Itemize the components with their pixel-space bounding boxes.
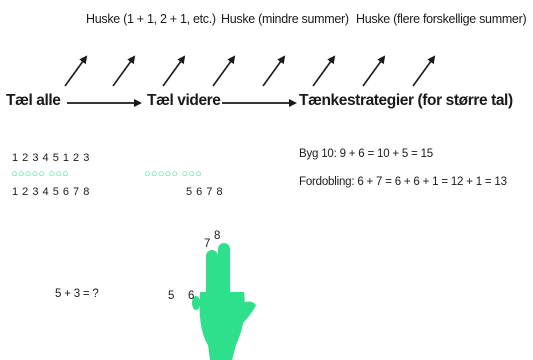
count-all-bottom-row: 1 2 3 4 5 6 7 8: [12, 186, 90, 198]
hand-number-8: 8: [214, 230, 221, 242]
recall-label-basic: Huske (1 + 1, 2 + 1, etc.): [86, 12, 216, 26]
stage-count-all: Tæl alle: [6, 92, 61, 109]
diagonal-arrow-icon: [212, 55, 236, 87]
diagonal-arrow-icon: [412, 55, 436, 87]
recall-label-more-sums: Huske (flere forskellige summer): [356, 12, 527, 26]
hand-number-6: 6: [188, 290, 195, 302]
hand-number-7: 7: [204, 238, 211, 250]
diagonal-arrow-icon: [262, 55, 286, 87]
diagonal-arrow-icon: [312, 55, 336, 87]
diagonal-arrow-icon: [112, 55, 136, 87]
recall-label-smaller-sums: Huske (mindre summer): [221, 12, 349, 26]
diagonal-arrow-icon: [64, 55, 88, 87]
strategy-doubling: Fordobling: 6 + 7 = 6 + 6 + 1 = 12 + 1 =…: [299, 176, 507, 188]
count-on-bottom-row: 5 6 7 8: [186, 186, 224, 198]
count-all-circles: ○○○○○ ○○○: [11, 168, 70, 180]
hand-number-5: 5: [168, 290, 175, 302]
count-all-top-row: 1 2 3 4 5 1 2 3: [12, 152, 90, 164]
stage-count-on: Tæl videre: [147, 92, 221, 109]
problem-equation: 5 + 3 = ?: [55, 288, 99, 300]
diagonal-arrow-icon: [162, 55, 186, 87]
strategy-make-ten: Byg 10: 9 + 6 = 10 + 5 = 15: [299, 148, 433, 160]
stage-thinking-strategies: Tænkestrategier (for større tal): [299, 92, 513, 109]
counting-hand-icon: [192, 243, 256, 360]
diagonal-arrow-icon: [362, 55, 386, 87]
count-on-circles: ○○○○○ ○○○: [144, 168, 203, 180]
